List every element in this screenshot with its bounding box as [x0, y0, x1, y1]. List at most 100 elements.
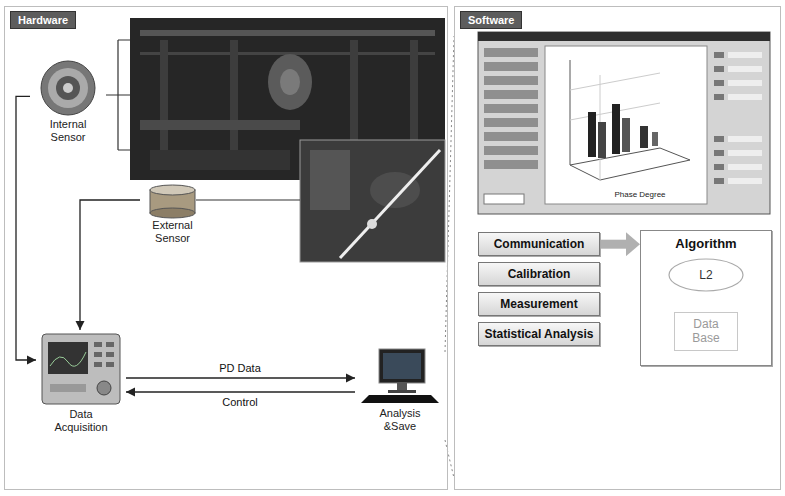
substation-photo — [140, 120, 300, 130]
internal-sensor-icon — [56, 76, 80, 100]
computer-icon — [383, 353, 421, 379]
data-acquisition-icon — [94, 352, 102, 357]
zoom-line — [445, 36, 454, 478]
data-acquisition-icon — [94, 342, 102, 347]
software-screenshot — [598, 122, 606, 158]
software-screenshot — [652, 132, 658, 146]
software-screenshot — [714, 80, 724, 86]
software-screenshot — [714, 66, 724, 72]
panel-tab: Hardware — [10, 11, 76, 29]
software-screenshot — [545, 46, 707, 204]
software-screenshot — [484, 76, 538, 85]
node-label: Communication — [482, 237, 596, 251]
substation-photo — [268, 54, 312, 110]
software-screenshot — [484, 146, 538, 155]
substation-photo — [410, 40, 418, 150]
internal-sensor-icon — [63, 83, 73, 93]
algorithm-box: L2Data Base Algorithm — [640, 230, 772, 366]
software-screenshot — [728, 150, 762, 156]
software-screenshot — [484, 62, 538, 71]
software-screenshot — [640, 126, 648, 148]
cable-photo — [300, 140, 445, 262]
software-screenshot — [570, 60, 690, 180]
data-acquisition-icon — [42, 334, 120, 404]
data-acquisition-icon — [50, 384, 86, 392]
software-screenshot — [484, 104, 538, 113]
computer-node: Analysis &Save — [355, 345, 445, 432]
signal-connector — [126, 391, 355, 392]
cable-photo — [300, 140, 445, 262]
node-label: Statistical Analysis — [482, 327, 596, 341]
software-screenshot — [714, 178, 724, 184]
software-screenshot — [728, 136, 762, 142]
software-screenshot — [622, 118, 630, 152]
data-acquisition-icon — [106, 342, 114, 347]
software-screenshot — [714, 136, 724, 142]
database-box: Data Base — [674, 312, 738, 351]
internal-sensor-icon — [41, 61, 95, 115]
software-screenshot — [484, 48, 538, 57]
software-screenshot — [484, 90, 538, 99]
software-screenshot — [484, 118, 538, 127]
edge-label: PD Data — [217, 362, 263, 374]
sensor-wire — [196, 199, 300, 200]
software-screenshot — [714, 94, 724, 100]
internal-sensor-icon — [48, 68, 88, 108]
module-box: Communication — [478, 232, 600, 256]
node-label: Data Base — [686, 317, 726, 346]
internal-sensor-icon — [41, 61, 95, 115]
substation-photo — [140, 30, 435, 36]
substation-photo — [150, 150, 290, 170]
signal-connector — [16, 96, 36, 360]
node-label: Analysis &Save — [370, 407, 430, 432]
flow-arrow — [600, 240, 626, 249]
module-box: Measurement — [478, 292, 600, 316]
software-screenshot — [714, 52, 724, 58]
node-label: Algorithm — [641, 236, 771, 251]
substation-photo — [160, 40, 168, 150]
computer-icon — [361, 349, 439, 403]
axis-label: Phase Degree — [614, 190, 665, 199]
software-screenshot — [728, 52, 762, 58]
signal-connector — [80, 200, 140, 330]
software-screenshot — [478, 32, 770, 214]
cable-photo — [367, 219, 377, 229]
software-screenshot — [484, 160, 538, 169]
computer-icon — [379, 349, 425, 383]
software-screenshot — [728, 178, 762, 184]
software-screenshot — [728, 164, 762, 170]
computer-icon — [397, 383, 407, 390]
data-acquisition-icon — [50, 352, 86, 366]
sensor-wire — [106, 40, 300, 200]
zoom-line — [445, 440, 454, 478]
method-ellipse: L2 — [668, 258, 744, 292]
software-panel: CommunicationCalibrationMeasurementStati… — [454, 6, 781, 490]
node-label: External Sensor — [143, 219, 203, 244]
software-screenshot — [728, 80, 762, 86]
sensor-wire — [106, 40, 130, 150]
substation-photo — [350, 40, 358, 150]
node-label: Data Acquisition — [46, 408, 116, 433]
software-screenshot — [484, 194, 524, 204]
cable-photo — [310, 150, 350, 210]
data-acquisition-icon — [106, 352, 114, 357]
node-label: Calibration — [482, 267, 596, 281]
software-screenshot — [714, 150, 724, 156]
node-label: Measurement — [482, 297, 596, 311]
edge-label: Control — [220, 396, 259, 408]
module-box: Calibration — [478, 262, 600, 286]
software-screenshot — [478, 32, 770, 41]
panel-tab: Software — [460, 11, 522, 29]
data-acquisition-icon — [42, 334, 120, 404]
ellipse-outline — [669, 259, 743, 291]
hardware-panel: Internal SensorExternal SensorData Acqui… — [4, 6, 448, 490]
software-screenshot — [484, 132, 538, 141]
data-acquisition-icon — [94, 362, 102, 367]
sensor-node: Internal Sensor — [30, 58, 106, 143]
node-label: Internal Sensor — [38, 118, 98, 143]
software-screenshot — [570, 73, 660, 180]
external-sensor-icon — [150, 185, 195, 218]
software-screenshot — [588, 112, 596, 157]
data-acquisition-icon — [106, 362, 114, 367]
